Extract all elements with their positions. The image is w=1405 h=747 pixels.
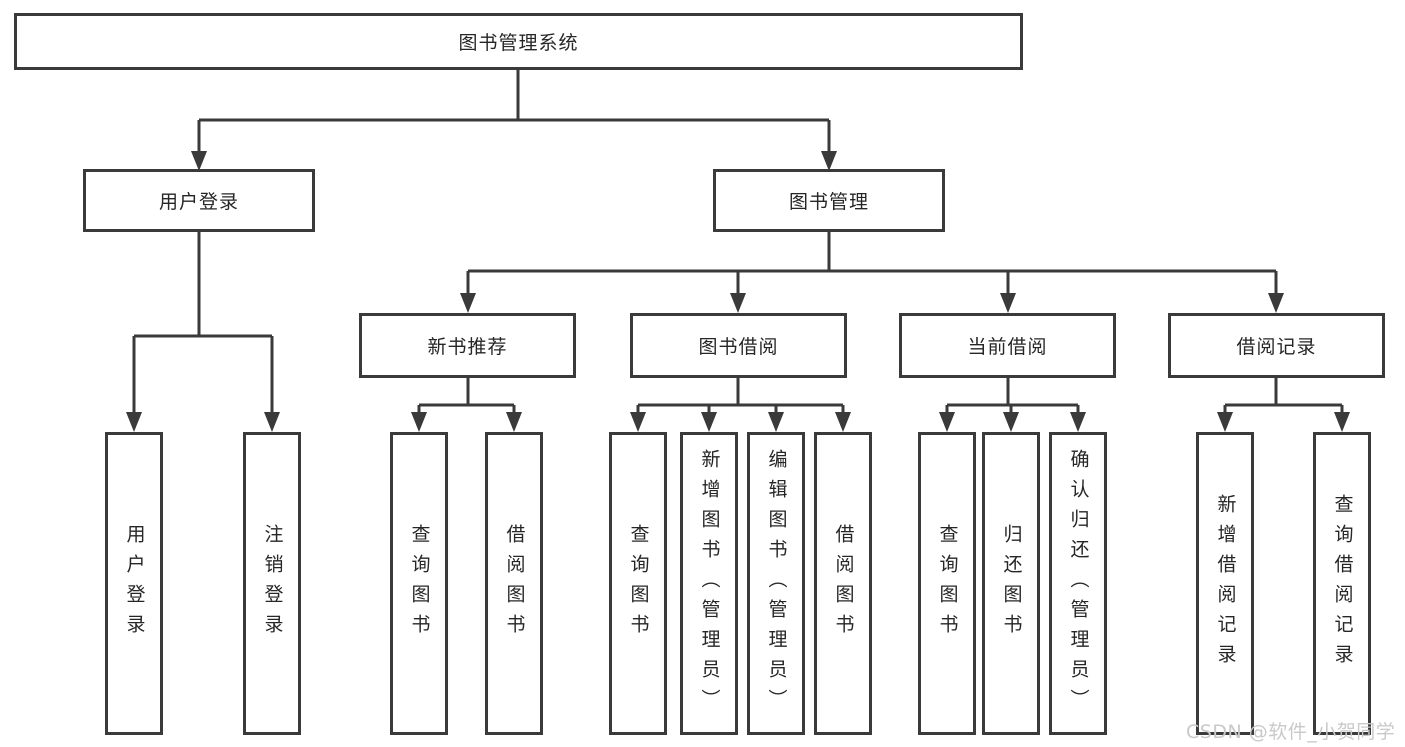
connector-currentborrow-to-leaves [945,378,1080,414]
node-borrow-records: 借阅记录 [1168,313,1385,378]
connector-newbook-to-leaves [417,378,516,414]
node-borrow-records-label: 借阅记录 [1236,336,1317,358]
node-new-book-recommend-label: 新书推荐 [427,336,508,358]
connector-bookmgmt-to-level3 [466,232,1278,295]
leaf-cb-confirm-return-admin-label: 确认归还（管理员） [1067,448,1090,719]
leaf-bb-borrow-book: 借阅图书 [814,432,872,735]
node-user-login-label: 用户登录 [158,191,239,213]
leaf-cb-query-book-label: 查询图书 [936,523,959,644]
arrowhead [701,412,717,432]
arrowhead [191,151,207,171]
leaf-bb-query-book: 查询图书 [609,432,667,735]
arrowhead [1003,412,1019,432]
leaf-bb-query-book-label: 查询图书 [627,523,650,644]
arrowhead [126,412,142,432]
node-user-login: 用户登录 [83,169,315,232]
arrowhead [1000,293,1016,313]
arrowhead [768,412,784,432]
arrowhead [1334,412,1350,432]
connector-userlogin-to-leaves [132,232,274,414]
leaf-cb-confirm-return-admin: 确认归还（管理员） [1049,432,1107,735]
arrowhead [411,412,427,432]
leaf-cb-query-book: 查询图书 [918,432,976,735]
leaf-br-add-record: 新增借阅记录 [1196,432,1254,735]
arrowhead [1268,293,1284,313]
arrowhead [835,412,851,432]
leaf-br-query-record-label: 查询借阅记录 [1331,493,1354,674]
leaf-logout-login: 注销登录 [243,432,301,735]
arrowhead [1217,412,1233,432]
arrowhead [460,293,476,313]
node-current-borrow: 当前借阅 [899,313,1116,378]
leaf-bb-edit-book-admin-label: 编辑图书（管理员） [765,448,788,719]
arrowhead [821,151,837,171]
leaf-user-login-label: 用户登录 [123,523,146,644]
node-root-label: 图书管理系统 [458,32,579,54]
leaf-user-login: 用户登录 [105,432,163,735]
leaf-logout-login-label: 注销登录 [261,523,284,644]
leaf-br-query-record: 查询借阅记录 [1313,432,1371,735]
connector-borrowrecords-to-leaves [1223,378,1344,414]
leaf-nbr-query-book-label: 查询图书 [408,523,431,644]
leaf-bb-add-book-admin: 新增图书（管理员） [680,432,738,735]
node-book-mgmt: 图书管理 [713,169,945,232]
leaf-cb-return-book-label: 归还图书 [1000,523,1023,644]
leaf-nbr-borrow-book-label: 借阅图书 [503,523,526,644]
arrowhead [730,293,746,313]
leaf-cb-return-book: 归还图书 [982,432,1040,735]
arrowhead [1070,412,1086,432]
arrowhead [264,412,280,432]
node-book-borrow-label: 图书借阅 [698,336,779,358]
connector-root-to-level2 [197,70,831,153]
leaf-bb-borrow-book-label: 借阅图书 [832,523,855,644]
leaf-bb-edit-book-admin: 编辑图书（管理员） [747,432,805,735]
node-root: 图书管理系统 [14,13,1023,70]
arrowhead [630,412,646,432]
node-book-mgmt-label: 图书管理 [788,191,869,213]
leaf-bb-add-book-admin-label: 新增图书（管理员） [698,448,721,719]
arrowhead [506,412,522,432]
node-book-borrow: 图书借阅 [630,313,847,378]
leaf-nbr-query-book: 查询图书 [390,432,448,735]
leaf-nbr-borrow-book: 借阅图书 [485,432,543,735]
leaf-br-add-record-label: 新增借阅记录 [1214,493,1237,674]
node-new-book-recommend: 新书推荐 [359,313,576,378]
node-current-borrow-label: 当前借阅 [967,336,1048,358]
csdn-watermark: CSDN @软件_小贺同学 [1186,721,1396,743]
connector-bookborrow-to-leaves [636,378,845,414]
arrowhead [939,412,955,432]
